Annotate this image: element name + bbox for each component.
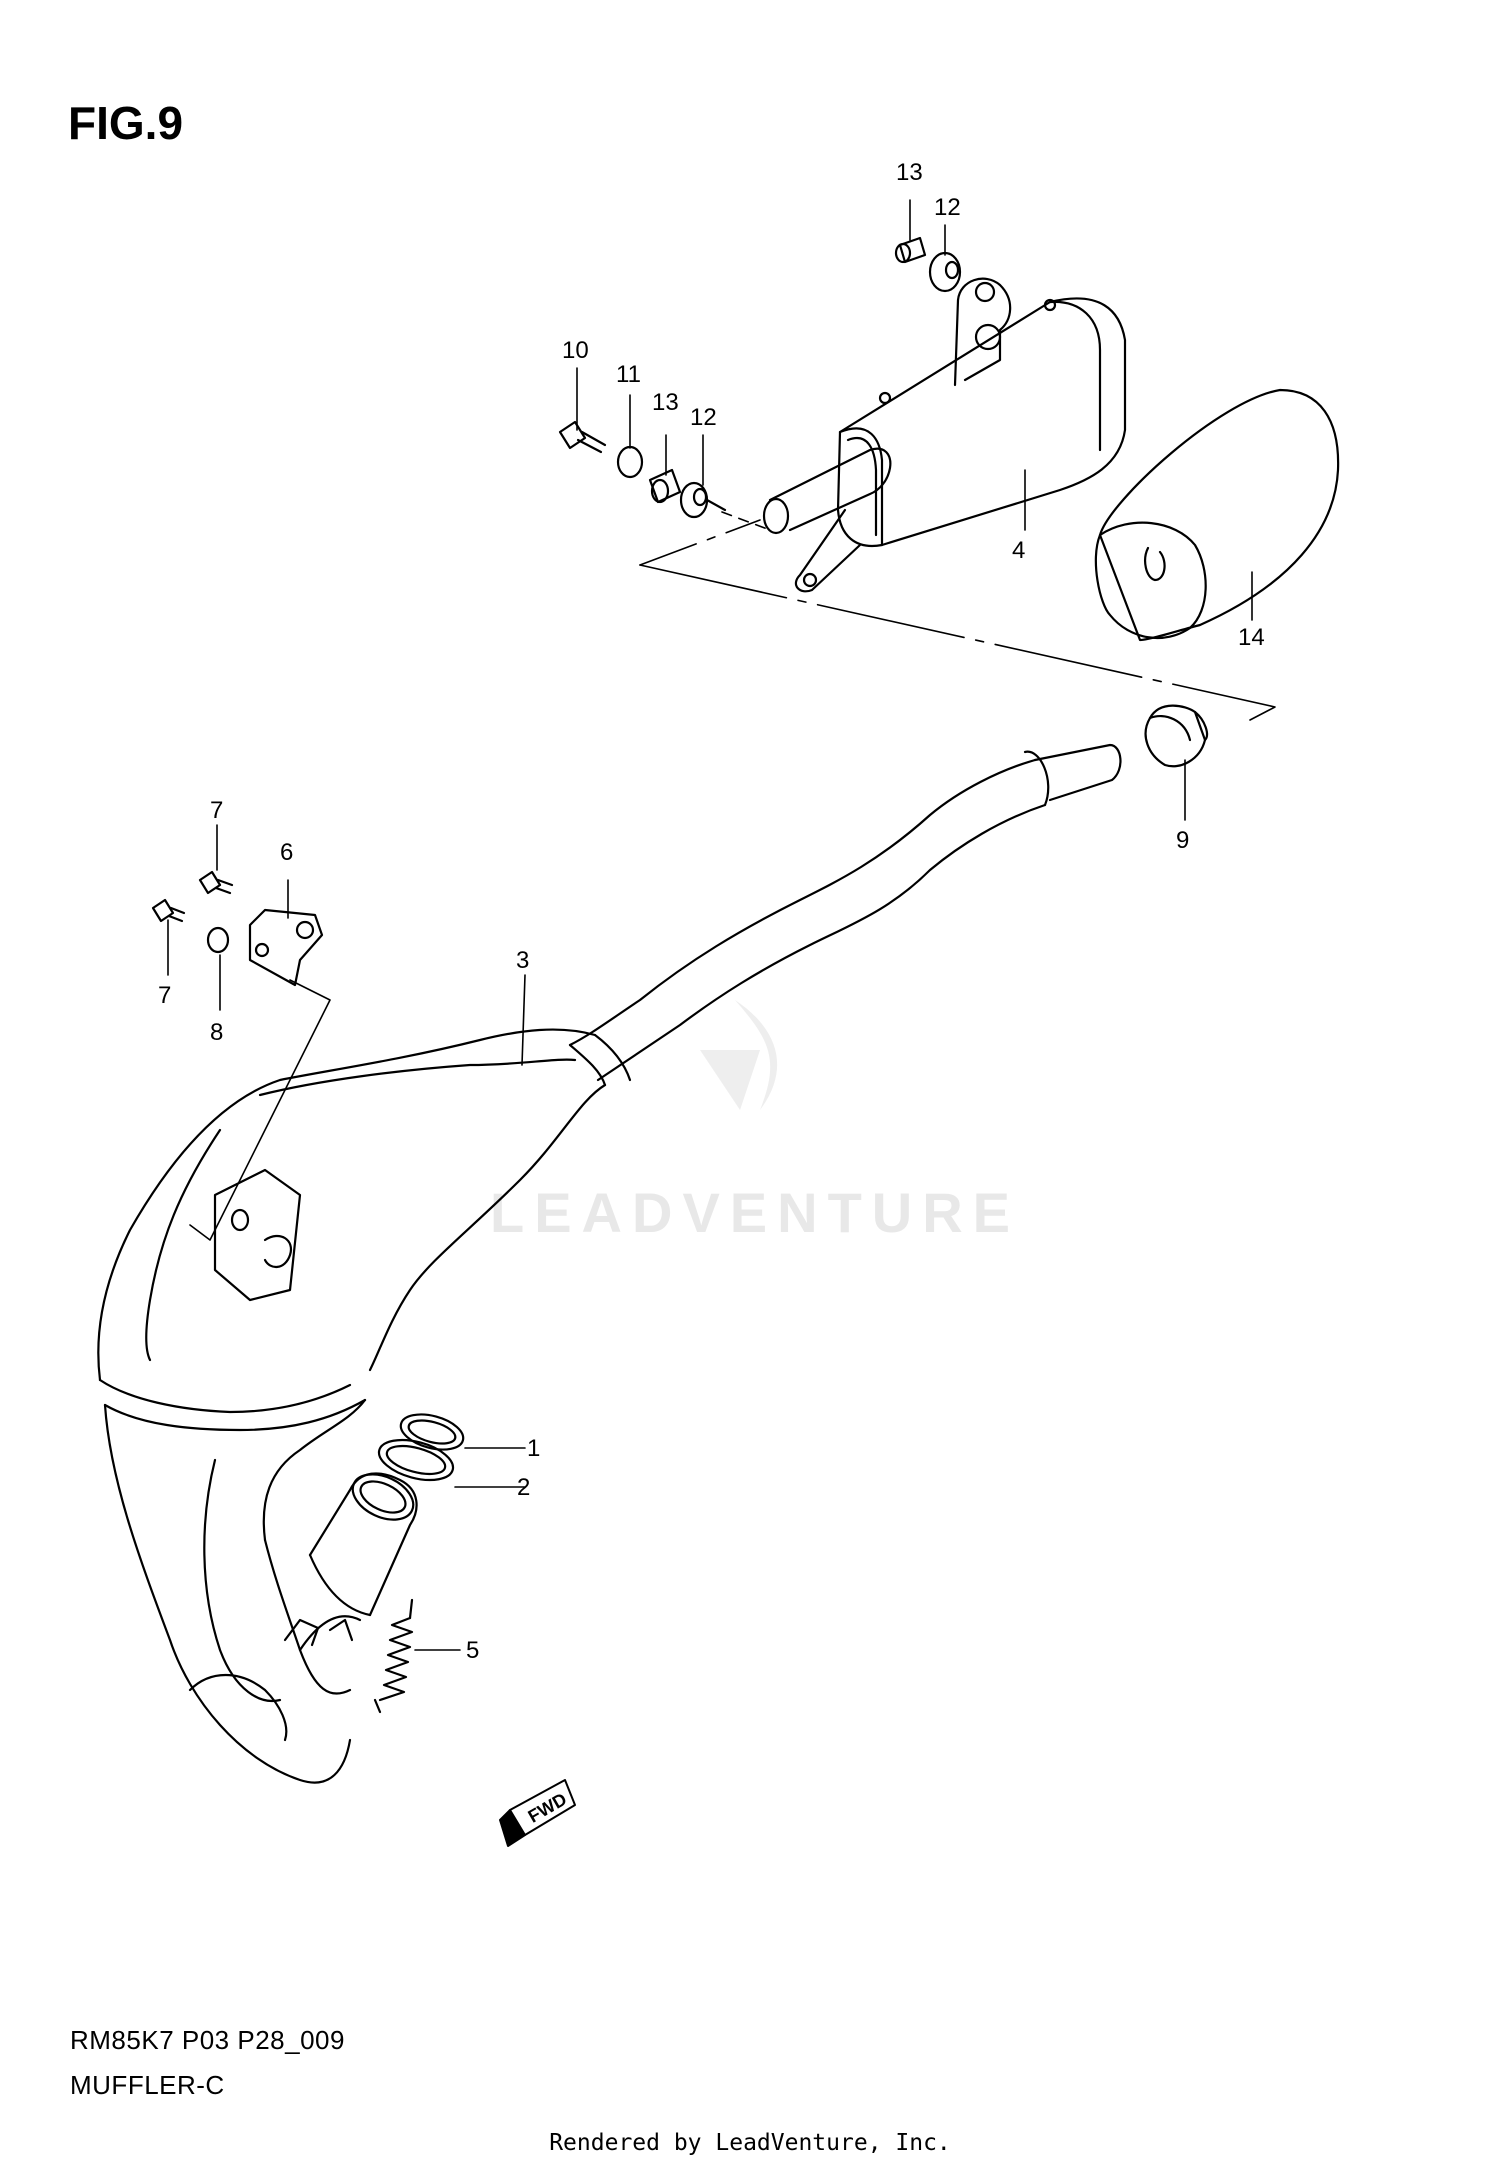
leader-lines [167, 199, 1253, 1651]
exhaust-pipe [97, 743, 1122, 1784]
spring-5 [373, 1598, 414, 1714]
diagram-caption: MUFFLER-C [70, 2070, 225, 2100]
alignment-lines [639, 511, 1276, 721]
watermark-text: LEADVENTURE [490, 1181, 1021, 1244]
bracket-6 [248, 908, 324, 987]
callout-13-lower: 13 [652, 389, 679, 416]
callout-3: 3 [516, 947, 529, 974]
bolt-7-lower [151, 898, 186, 923]
muffler-seal-9 [1144, 704, 1209, 768]
bracket-reference-line [189, 979, 331, 1241]
callout-4: 4 [1012, 537, 1025, 564]
collar-13-lower [648, 468, 682, 504]
collar-13-upper [894, 236, 927, 264]
gasket-2 [377, 1438, 455, 1482]
callout-6: 6 [280, 839, 293, 866]
callout-7-upper: 7 [210, 797, 223, 824]
callout-2: 2 [517, 1474, 530, 1501]
muffler-body [762, 277, 1127, 593]
callout-10: 10 [562, 337, 589, 364]
callout-5: 5 [466, 1637, 479, 1664]
callout-1: 1 [527, 1435, 540, 1462]
callout-9: 9 [1176, 827, 1189, 854]
callout-8: 8 [210, 1019, 223, 1046]
render-credit: Rendered by LeadVenture, Inc. [549, 2130, 951, 2156]
diagram-code: RM85K7 P03 P28_009 [70, 2025, 345, 2055]
cushion-12-lower [679, 481, 727, 519]
gasket-1 [399, 1413, 465, 1451]
cushion-12-upper [928, 251, 962, 293]
bolt-7-upper [198, 870, 234, 895]
silencer-packing [1094, 388, 1340, 642]
callout-7-lower: 7 [158, 982, 171, 1009]
callout-12-lower: 12 [690, 404, 717, 431]
callout-13-upper: 13 [896, 159, 923, 186]
fwd-arrow-icon [499, 1779, 576, 1847]
figure-title: FIG.9 [68, 97, 184, 149]
washer-8 [206, 926, 230, 954]
bolt-10 [558, 420, 607, 454]
watermark-logo [700, 1000, 778, 1110]
washer-11 [616, 445, 644, 479]
callout-11: 11 [616, 361, 641, 388]
callout-14: 14 [1238, 624, 1265, 651]
callout-12-upper: 12 [934, 194, 961, 221]
